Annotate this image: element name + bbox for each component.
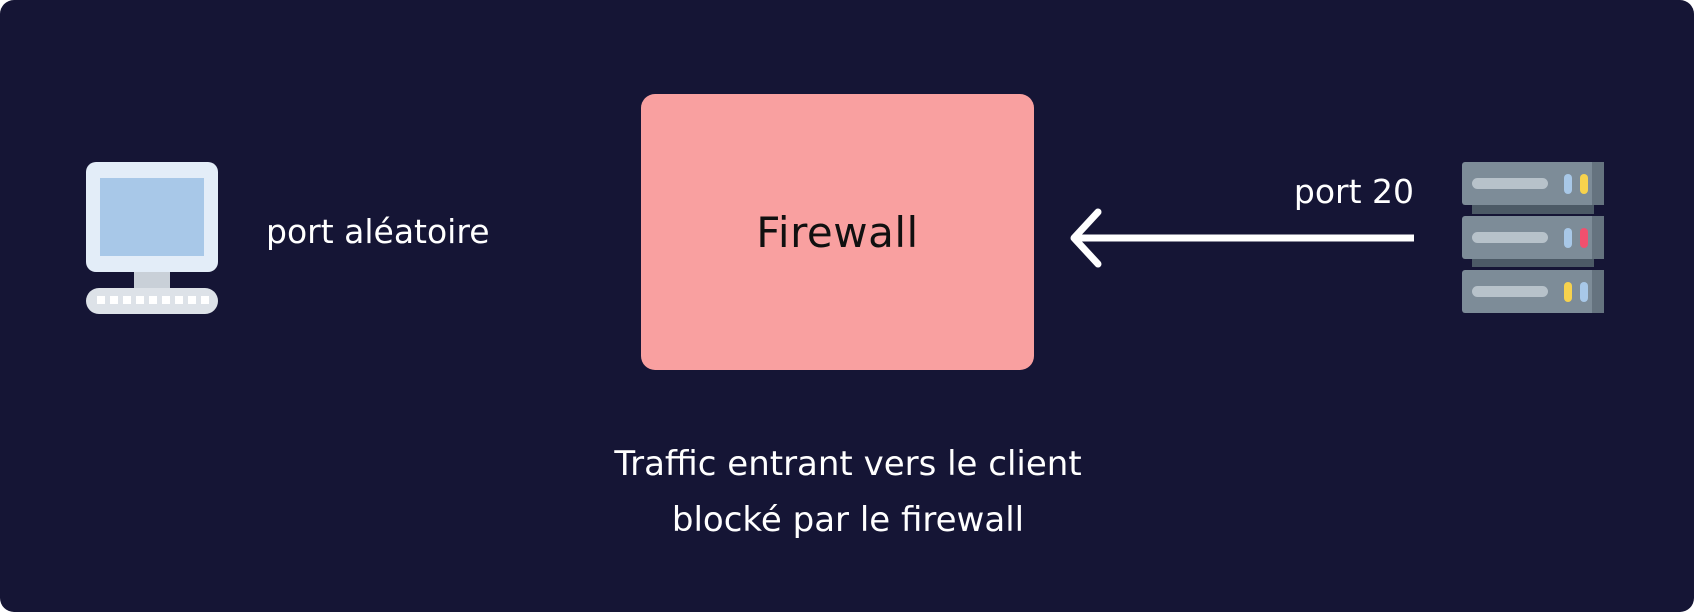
server-rack-icon (1462, 162, 1604, 313)
arrow-left-icon (1070, 208, 1414, 268)
firewall-box: Firewall (641, 94, 1034, 370)
caption-line-2: blocké par le firewall (671, 500, 1025, 540)
client-port-label: port aléatoire (266, 212, 490, 251)
server-port-label: port 20 (1293, 172, 1414, 211)
caption-line-1: Traffic entrant vers le client (614, 444, 1082, 484)
diagram-caption: Traffic entrant vers le client blocké pa… (500, 436, 1196, 548)
computer-monitor-icon (86, 162, 218, 314)
firewall-label: Firewall (756, 207, 919, 257)
